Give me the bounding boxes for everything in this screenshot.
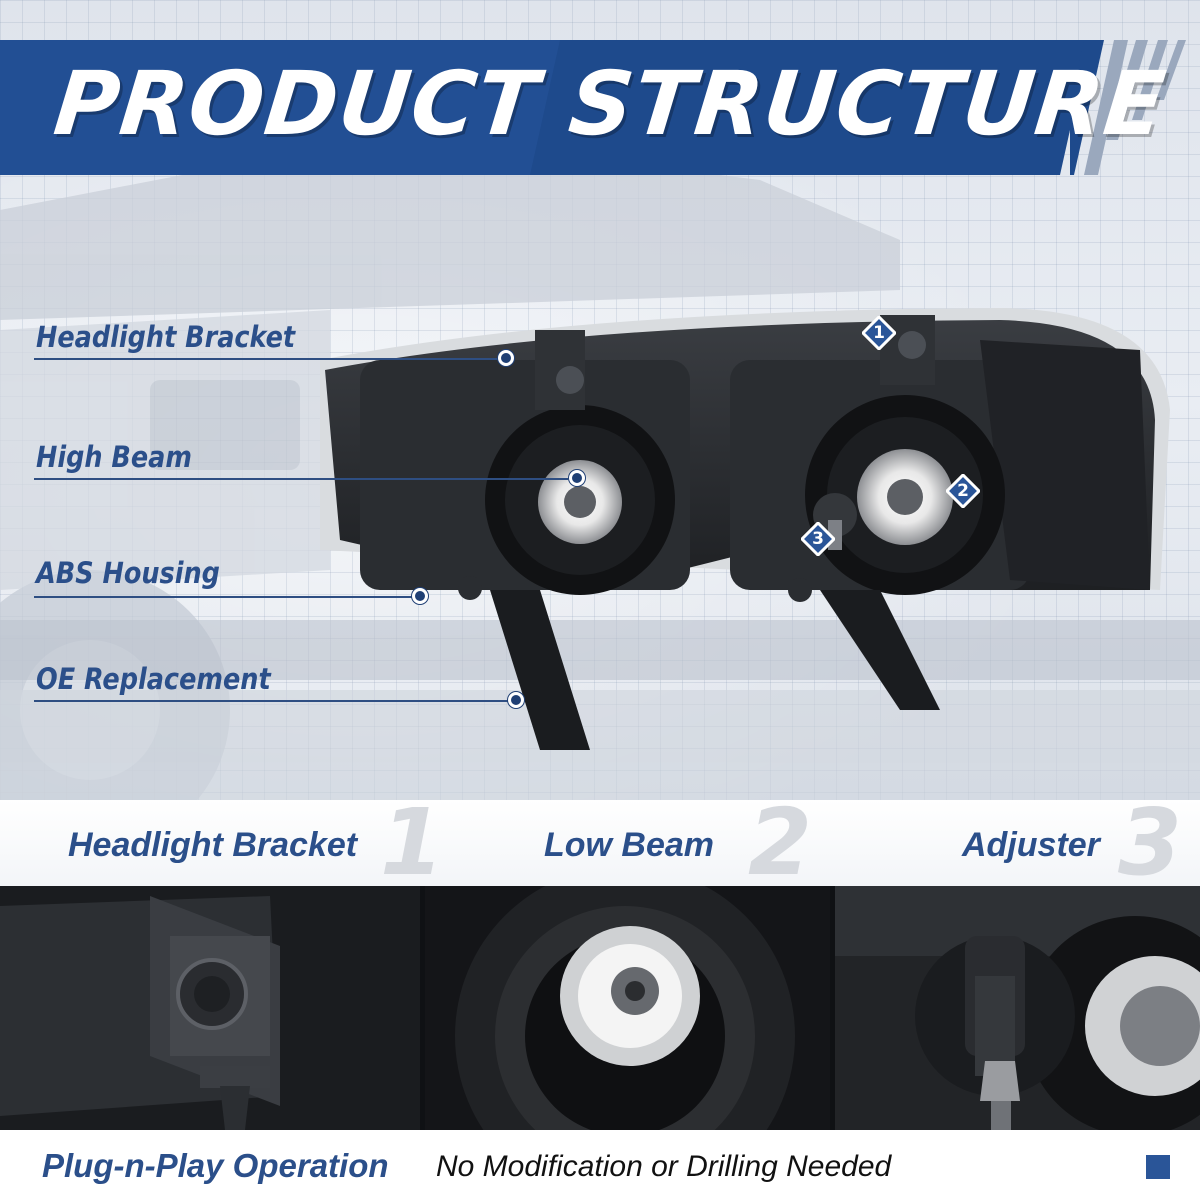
callout-dot-icon — [498, 350, 514, 366]
detail-title-adjuster: Adjuster — [962, 826, 1100, 864]
detail-number-2: 2 — [748, 789, 813, 896]
detail-image-headlight-bracket — [0, 886, 420, 1130]
detail-title-low-beam: Low Beam — [544, 826, 715, 864]
callout-line-abs-housing — [34, 596, 414, 598]
callout-dot-icon — [569, 470, 585, 486]
stripe-decoration-icon — [1070, 40, 1186, 175]
callout-label-high-beam: High Beam — [36, 440, 193, 474]
callout-label-abs-housing: ABS Housing — [36, 556, 220, 590]
badge-number-1: 1 — [873, 323, 885, 343]
badge-number-2: 2 — [957, 481, 969, 501]
detail-image-low-beam — [425, 886, 830, 1130]
callout-dot-icon — [412, 588, 428, 604]
detail-header-bar — [0, 800, 1200, 886]
detail-panels — [0, 886, 1200, 1130]
callout-dot-icon — [508, 692, 524, 708]
callout-line-headlight-bracket — [34, 358, 506, 360]
callout-label-headlight-bracket: Headlight Bracket — [36, 320, 296, 354]
callout-line-high-beam — [34, 478, 568, 480]
number-badge-icon: 3 — [799, 520, 837, 558]
detail-title-headlight-bracket: Headlight Bracket — [68, 826, 358, 864]
badge-number-3: 3 — [812, 529, 824, 549]
footer-highlight: Plug-n-Play Operation — [42, 1147, 389, 1184]
callout-line-oe-replacement — [34, 700, 510, 702]
footer-text: No Modification or Drilling Needed — [436, 1150, 892, 1183]
title-banner — [0, 40, 1090, 175]
headlight-image — [320, 308, 1170, 750]
background-truck-image — [0, 150, 1200, 800]
detail-number-3: 3 — [1118, 789, 1183, 896]
number-badge-icon: 2 — [944, 472, 982, 510]
number-badge-icon: 1 — [860, 314, 898, 352]
square-bullet-icon — [1146, 1155, 1170, 1179]
detail-image-adjuster — [835, 886, 1200, 1130]
hero-section: PRODUCT STRUCTURE — [0, 0, 1200, 800]
page-title: PRODUCT STRUCTURE — [49, 52, 1171, 155]
footer-bar — [0, 1130, 1200, 1200]
callout-label-oe-replacement: OE Replacement — [36, 662, 271, 696]
detail-number-1: 1 — [380, 789, 445, 896]
